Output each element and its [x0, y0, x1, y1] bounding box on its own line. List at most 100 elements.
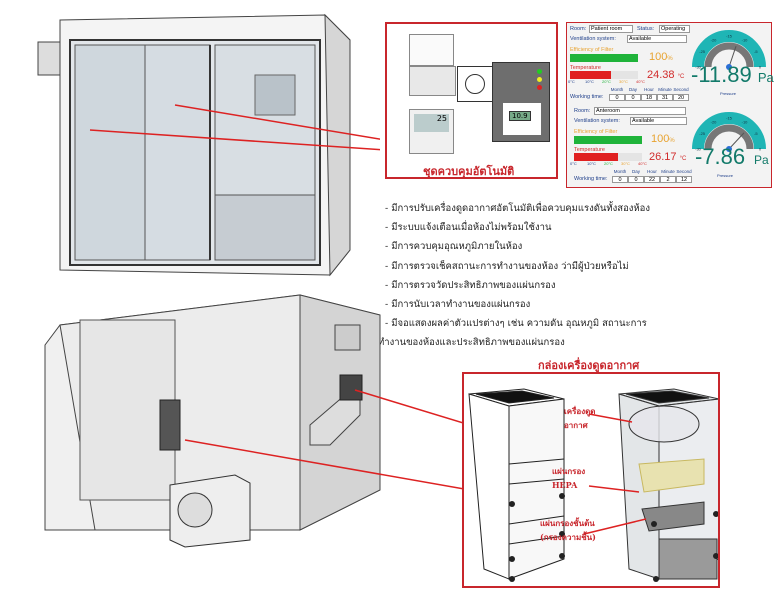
- time-head: Day: [628, 87, 637, 92]
- feature-item: ทำงานของห้องและประสิทธิภาพของแผ่นกรอง: [378, 337, 565, 349]
- arrow-to-fan-box: [184, 439, 470, 491]
- pressure-value: -11.89: [691, 62, 752, 87]
- time-head: Month: [613, 169, 627, 174]
- gauge-tick: -5: [754, 49, 758, 54]
- temperature-label: Temperature: [570, 65, 601, 71]
- controller-unit: 10.9: [492, 62, 550, 142]
- fan-box-drawings: [468, 388, 718, 582]
- filter-efficiency-bar: [574, 136, 642, 144]
- fan-box-title: กล่องเครื่องดูดอากาศ: [538, 359, 640, 372]
- gauge-needle: [728, 45, 737, 68]
- feature-item: - มีระบบแจ้งเตือนเมื่อห้องไม่พร้อมใช้งาน: [385, 222, 552, 234]
- gauge-tick: -30: [695, 65, 702, 70]
- gauge-tick: -10: [742, 38, 749, 43]
- pressure-gauge: -30 -25 -20 -15 -10 -5 0: [692, 112, 766, 152]
- ventilation-label: Ventilation system:: [570, 36, 616, 42]
- gauge-hub: [726, 64, 732, 70]
- time-value: 12: [676, 175, 692, 183]
- control-box-caption: ชุดควบคุมอัตโนมัติ: [423, 165, 515, 178]
- temperature-value: 24.38: [647, 69, 675, 81]
- hepa-label: แผ่นกรอง: [552, 466, 586, 476]
- scale-tick: 40°C: [638, 161, 647, 166]
- gauge-tick: 0: [759, 65, 762, 70]
- feature-item: - มีการควบคุมอุณหภูมิภายในห้อง: [385, 241, 523, 253]
- hepa-label-2: HEPA: [552, 480, 578, 490]
- temperature-bar-fill: [570, 71, 611, 79]
- time-head: Day: [631, 169, 640, 174]
- temperature-label: Temperature: [574, 147, 605, 153]
- monitoring-dashboard: Room: Patient room Status: Operating Ven…: [566, 22, 774, 188]
- thermostat-display: 25: [414, 114, 449, 132]
- time-head: Month: [610, 87, 624, 92]
- feature-item: - มีจอแสดงผลค่าตัวแปรต่างๆ เช่น ความดัน …: [385, 318, 647, 330]
- filter-efficiency-bar: [570, 54, 638, 62]
- pressure-gauge: -30-25-20-15-10-50: [692, 30, 766, 70]
- fan-label: เครื่องดูด: [564, 406, 596, 416]
- percent-unit: %: [669, 138, 675, 144]
- fan-label-2: อากาศ: [564, 420, 588, 430]
- filter-percent: 100: [651, 133, 670, 145]
- working-time-label: Working time:: [574, 176, 608, 182]
- time-head: Second: [673, 87, 689, 92]
- gauge-inner-arc: [704, 42, 754, 68]
- time-value: 18: [641, 93, 657, 101]
- room-panel-anteroom: Room: Anteroom Ventilation system: Avail…: [567, 105, 771, 187]
- gauge-tick: -10: [742, 120, 749, 125]
- time-head: Hour: [647, 169, 657, 174]
- filter-bar-fill: [570, 54, 638, 62]
- scale-tick: 20°C: [604, 161, 613, 166]
- time-value: 2: [660, 175, 676, 183]
- gauge-tick: -15: [726, 116, 733, 121]
- time-value: 0: [628, 175, 644, 183]
- scale-tick: 30°C: [619, 79, 628, 84]
- time-value: 0: [625, 93, 641, 101]
- building-illustration-bottom: [44, 294, 470, 548]
- gauge-tick: -30: [695, 147, 702, 152]
- light-switch-icon: [409, 34, 454, 66]
- pressure-unit: Pa: [754, 153, 769, 167]
- feature-item: - มีการตรวจเช็คสถานะการทำงานของห้อง ว่าม…: [385, 260, 629, 272]
- thermostat-icon: 25: [409, 109, 454, 154]
- gauge-tick: 0: [759, 147, 762, 152]
- hepa-filter-icon: [638, 458, 705, 493]
- dial-knob-icon: [457, 66, 493, 102]
- controller-display: 10.9: [509, 111, 531, 121]
- working-time-label: Working time:: [570, 94, 604, 100]
- time-head: Second: [676, 169, 692, 174]
- scale-tick: 0°C: [568, 79, 575, 84]
- time-value: 22: [644, 175, 660, 183]
- pressure-label: Pressure: [717, 173, 734, 178]
- status-field: Operating: [659, 25, 690, 33]
- time-value: 31: [657, 93, 673, 101]
- fan-icon: [628, 405, 700, 443]
- temperature-unit: °C: [679, 156, 687, 162]
- temperature-value: 26.17: [649, 151, 677, 163]
- room-illustration-top: [37, 13, 380, 277]
- scale-tick: 0°C: [570, 161, 577, 166]
- scale-tick: 40°C: [636, 79, 645, 84]
- pre-filter-label-2: (กรองความชื้น): [540, 532, 596, 542]
- gauge-tick: -5: [754, 131, 758, 136]
- room-label: Room:: [570, 26, 587, 32]
- pressure-value: -7.86: [695, 144, 746, 169]
- gauge-tick: -25: [699, 131, 706, 136]
- arrow-to-control-box: [89, 129, 380, 151]
- time-value: 20: [673, 93, 689, 101]
- time-value: 0: [609, 93, 625, 101]
- gauge-outer-arc: [692, 30, 766, 68]
- temperature-bar: [574, 153, 642, 161]
- room-panel-patient: Room: Patient room Status: Operating Ven…: [567, 23, 774, 105]
- gauge-tick: -20: [711, 120, 718, 125]
- temperature-bar-fill: [574, 153, 619, 161]
- scale-tick: 10°C: [587, 161, 596, 166]
- time-head: Hour: [644, 87, 654, 92]
- filter-percent: 100: [649, 51, 668, 63]
- ventilation-field: Available: [627, 35, 687, 43]
- filter-label: Efficiency of Filter: [574, 129, 618, 135]
